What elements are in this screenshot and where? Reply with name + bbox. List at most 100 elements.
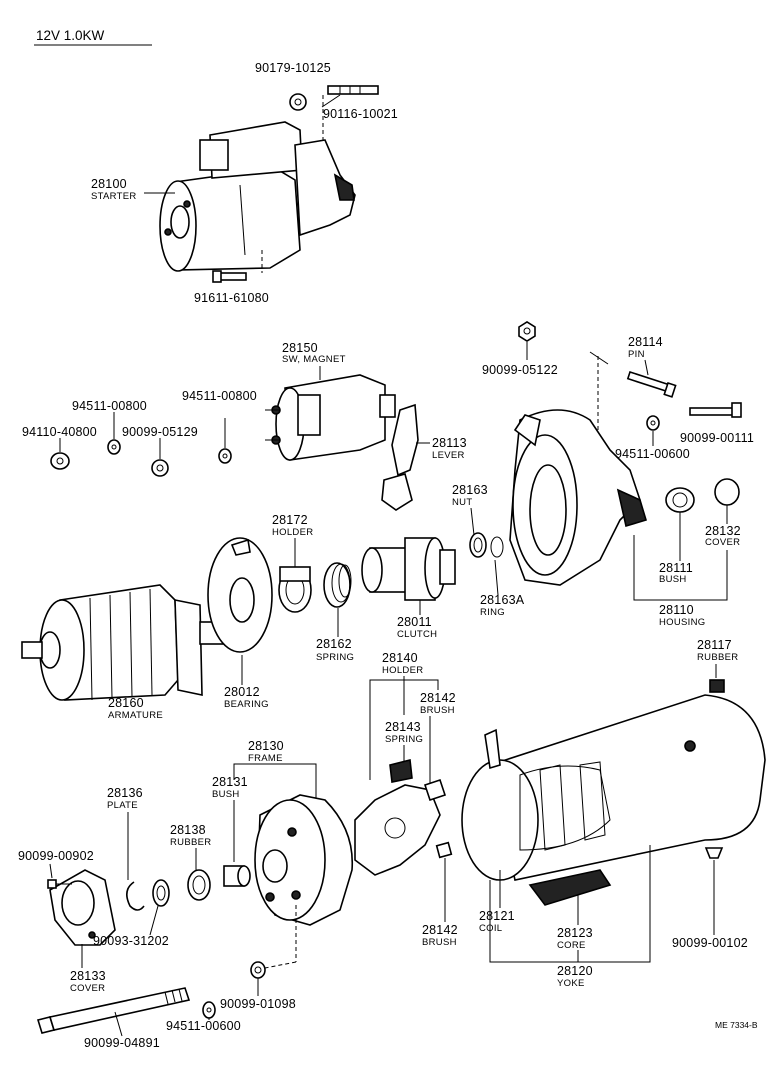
label-coil: COIL: [479, 923, 502, 934]
label-28120: 28120: [557, 964, 593, 978]
ring-28163a-drawing: [490, 536, 504, 558]
label-28163: 28163: [452, 483, 488, 497]
spring-28162-drawing: [323, 562, 352, 608]
holder-28172-drawing: [278, 566, 312, 613]
label-28130: 28130: [248, 739, 284, 753]
label-yoke: YOKE: [557, 978, 585, 989]
label-28110: 28110: [659, 603, 694, 617]
label-90099-00902: 90099-00902: [18, 849, 94, 863]
washer-90099-01098-drawing: [250, 961, 266, 979]
label-28100: 28100: [91, 177, 127, 191]
label-armature: ARMATURE: [108, 710, 163, 721]
label-28011: 28011: [397, 615, 432, 629]
nut-94110-40800: [50, 452, 70, 470]
label-94511-00800-a: 94511-00800: [72, 399, 147, 413]
screw-90099-00902-drawing: [47, 879, 72, 889]
starter-assembly-drawing: [159, 121, 356, 272]
label-90099-05129: 90099-05129: [122, 425, 198, 439]
label-28012: 28012: [224, 685, 260, 699]
label-90099-01098: 90099-01098: [220, 997, 296, 1011]
rubber-28138-drawing: [187, 869, 211, 901]
core-28123-drawing: [528, 869, 612, 906]
label-28111: 28111: [659, 561, 693, 575]
label-90099-04891: 90099-04891: [84, 1036, 160, 1050]
nut-90099-05122: [518, 321, 536, 342]
label-brush-b: BRUSH: [422, 937, 457, 948]
label-28114: 28114: [628, 335, 663, 349]
screw-90099-00102: [704, 847, 724, 859]
yoke-drawing: [461, 694, 766, 881]
label-pin: PIN: [628, 349, 645, 360]
bearing-28012-drawing: [207, 537, 273, 653]
label-core: CORE: [557, 940, 586, 951]
bush-28111: [665, 487, 695, 513]
label-28131: 28131: [212, 775, 248, 789]
label-rubber-28117: RUBBER: [697, 652, 738, 663]
label-28172: 28172: [272, 513, 308, 527]
washer-94511-00600-b-drawing: [202, 1001, 216, 1019]
washer-94511-00800-a: [107, 439, 121, 455]
label-28143: 28143: [385, 720, 421, 734]
label-holder-28140: HOLDER: [382, 665, 423, 676]
label-lever: LEVER: [432, 450, 465, 461]
washer-94511-00800-b: [218, 448, 232, 464]
drawing-code: ME 7334-B: [715, 1020, 758, 1030]
washer-90093-31202-drawing: [152, 879, 170, 907]
label-28162: 28162: [316, 637, 352, 651]
label-90093-31202: 90093-31202: [93, 934, 169, 948]
cover-28132: [714, 478, 740, 506]
nut-90179-10125: [289, 93, 307, 111]
label-28150: 28150: [282, 341, 318, 355]
label-28117: 28117: [697, 638, 732, 652]
plate-28136-drawing: [126, 881, 145, 911]
magnet-switch-drawing: [265, 374, 396, 461]
label-plate: PLATE: [107, 800, 138, 811]
label-94511-00600-b: 94511-00600: [166, 1019, 241, 1033]
nut-90099-05129: [151, 459, 169, 477]
label-28121: 28121: [479, 909, 515, 923]
label-nut: NUT: [452, 497, 472, 508]
label-28133: 28133: [70, 969, 106, 983]
label-28160: 28160: [108, 696, 144, 710]
pin-28114: [626, 370, 677, 398]
rubber-28117-drawing: [709, 679, 725, 693]
label-holder-28172: HOLDER: [272, 527, 313, 538]
label-28140: 28140: [382, 651, 418, 665]
label-spring-28143: SPRING: [385, 734, 423, 745]
label-90099-05122: 90099-05122: [482, 363, 558, 377]
label-rubber-28138: RUBBER: [170, 837, 211, 848]
label-28142-b: 28142: [422, 923, 458, 937]
label-starter: STARTER: [91, 191, 137, 202]
label-spring-28162: SPRING: [316, 652, 354, 663]
label-28142-a: 28142: [420, 691, 456, 705]
housing-drawing: [509, 409, 647, 586]
brush-holder-drawing: [354, 759, 447, 876]
label-bush: BUSH: [659, 574, 687, 585]
label-clutch: CLUTCH: [397, 629, 437, 640]
label-28113: 28113: [432, 436, 467, 450]
label-90179-10125: 90179-10125: [255, 61, 331, 75]
label-sw-magnet: SW, MAGNET: [282, 354, 346, 365]
bolt-90116-10021: [327, 85, 379, 95]
label-90099-00111: 90099-00111: [680, 431, 754, 445]
label-brush-a: BRUSH: [420, 705, 455, 716]
label-bush-28131: BUSH: [212, 789, 240, 800]
armature-drawing: [21, 584, 231, 701]
label-91611-61080: 91611-61080: [194, 291, 269, 305]
diagram-title: 12V 1.0KW: [36, 28, 105, 43]
through-bolt-90099-04891-drawing: [36, 987, 191, 1034]
label-ring: RING: [480, 607, 505, 618]
label-90099-00102: 90099-00102: [672, 936, 748, 950]
label-28163a: 28163A: [480, 593, 525, 607]
label-cover: COVER: [705, 537, 740, 548]
bolt-91611-61080: [212, 270, 247, 283]
washer-94511-00600-a: [646, 415, 660, 431]
label-28136: 28136: [107, 786, 143, 800]
cover-28133-drawing: [49, 869, 116, 946]
label-94511-00600-a: 94511-00600: [615, 447, 690, 461]
nut-28163-drawing: [469, 532, 487, 558]
label-28138: 28138: [170, 823, 206, 837]
bolt-90099-00111: [689, 402, 742, 418]
